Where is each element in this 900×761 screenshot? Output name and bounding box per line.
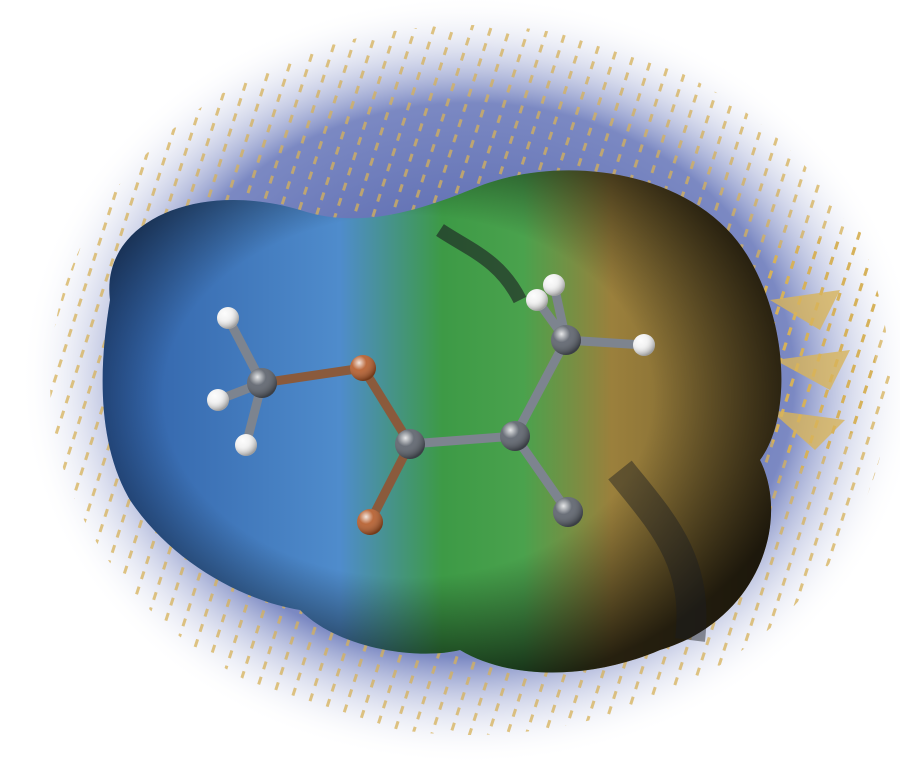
atom-c-8 bbox=[551, 325, 581, 355]
atom-h-2 bbox=[235, 434, 257, 456]
atom-h-10 bbox=[543, 274, 565, 296]
atom-h-0 bbox=[217, 307, 239, 329]
atom-o-6 bbox=[357, 509, 383, 535]
atom-h-9 bbox=[526, 289, 548, 311]
atom-h-11 bbox=[633, 334, 655, 356]
atom-c-3 bbox=[247, 368, 277, 398]
molecular-surface bbox=[102, 170, 782, 673]
bond-3 bbox=[257, 363, 368, 388]
atom-layer bbox=[207, 274, 655, 535]
atom-c-7 bbox=[500, 421, 530, 451]
atom-o-4 bbox=[350, 355, 376, 381]
field-vectors-right bbox=[760, 230, 880, 470]
atom-c-5 bbox=[395, 429, 425, 459]
bond-11 bbox=[510, 431, 573, 517]
atom-c-12 bbox=[553, 497, 583, 527]
bond-7 bbox=[510, 335, 571, 441]
atom-h-1 bbox=[207, 389, 229, 411]
bond-6 bbox=[405, 431, 520, 449]
